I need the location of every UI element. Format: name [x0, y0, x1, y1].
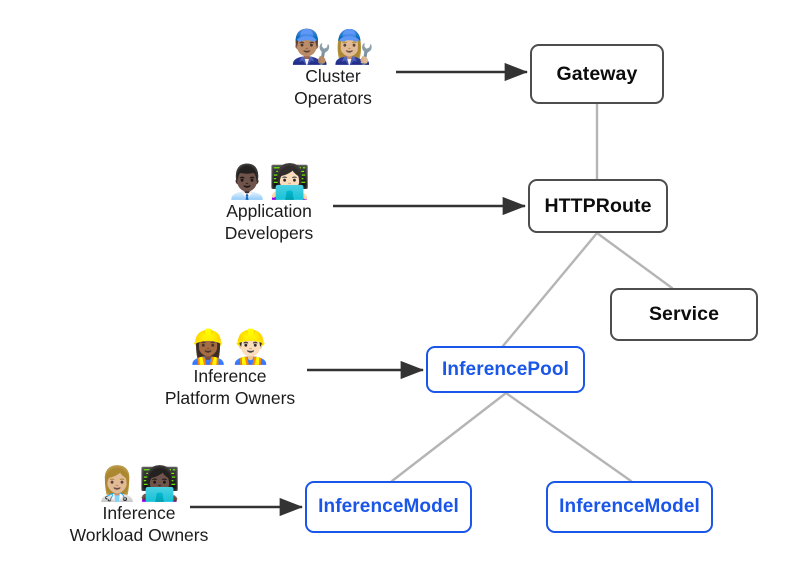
workload-owners-pair-emoji: 👩🏼‍⚕️👩🏿‍💻 [96, 464, 182, 503]
node-model1[interactable]: InferenceModel [305, 481, 472, 533]
persona-label-line2-inference-platform-owners: Platform Owners [164, 387, 296, 408]
node-service[interactable]: Service [610, 288, 758, 341]
persona-label-line1-application-developers: Application [226, 201, 312, 222]
node-pool[interactable]: InferencePool [426, 346, 585, 393]
persona-label-line2-inference-workload-owners: Workload Owners [69, 524, 209, 545]
construction-workers-pair-emoji: 👷🏾‍♀️👷🏻‍♂️ [187, 327, 273, 366]
node-label-gateway: Gateway [556, 62, 638, 85]
connector-pool-to-model2 [504, 391, 633, 483]
persona-arrows [190, 62, 529, 517]
node-model2[interactable]: InferenceModel [546, 481, 713, 533]
node-httproute[interactable]: HTTPRoute [528, 179, 668, 233]
connector-httproute-to-pool [501, 231, 599, 348]
persona-label-line2-application-developers: Developers [224, 222, 314, 243]
connector-pool-to-model1 [390, 391, 508, 483]
node-label-model1: InferenceModel [318, 496, 459, 517]
node-label-model2: InferenceModel [559, 496, 700, 517]
mechanics-pair-emoji: 👨🏽‍🔧👩🏼‍🔧 [290, 27, 376, 66]
developers-pair-emoji: 👨🏿‍💼👩🏻‍💻 [226, 162, 312, 201]
persona-label-line1-cluster-operators: Cluster [305, 66, 361, 87]
persona-label-line1-inference-workload-owners: Inference [102, 503, 176, 524]
persona-label-line1-inference-platform-owners: Inference [193, 366, 267, 387]
connector-httproute-to-service [595, 231, 674, 290]
node-gateway[interactable]: Gateway [530, 44, 664, 104]
persona-label-line2-cluster-operators: Operators [294, 87, 372, 108]
node-label-service: Service [648, 303, 720, 325]
node-label-httproute: HTTPRoute [544, 194, 652, 217]
node-label-pool: InferencePool [442, 358, 569, 380]
